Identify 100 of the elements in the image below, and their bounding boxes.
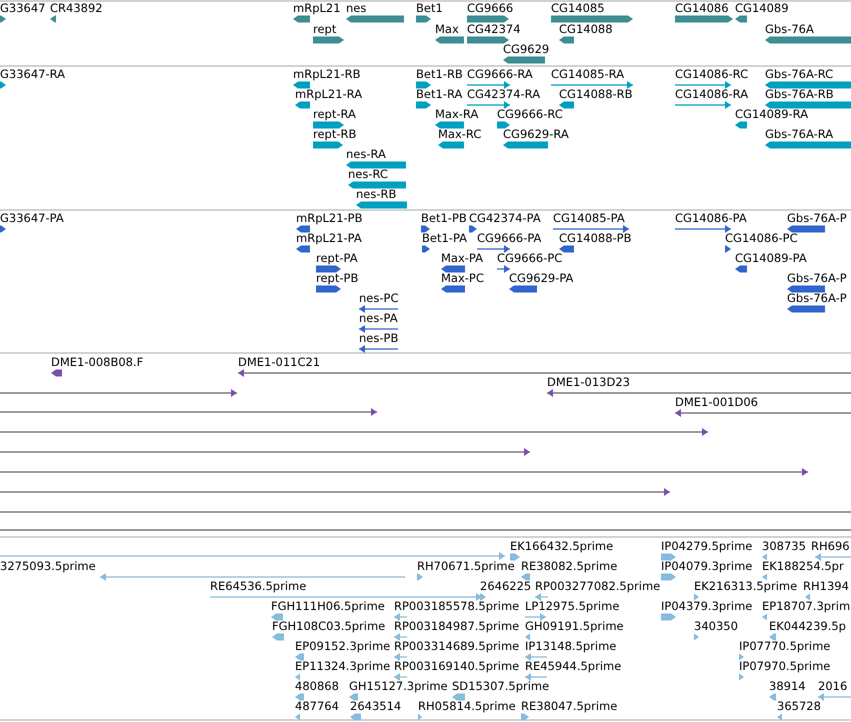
feature-label: IP04379.3prime: [661, 600, 752, 613]
feature-label: CG14089-RA: [735, 108, 808, 121]
feature-label: EK216313.5prime: [694, 580, 798, 593]
feature-label: Bet1: [416, 2, 443, 15]
feature-label: SD15307.5prime: [452, 680, 550, 693]
feature-label: Gbs-76A: [765, 23, 814, 36]
feature-label: GH15127.3prime: [349, 680, 448, 693]
feature-label: DME1-001D06: [675, 396, 758, 409]
feature-label: CG9666-PA: [477, 232, 542, 245]
feature-label: CG14086-PA: [675, 212, 747, 225]
feature-label: rept-RA: [313, 108, 356, 121]
feature-label: mRpL21-RB: [293, 68, 361, 81]
feature-label: EK044239.5p: [769, 620, 846, 633]
feature-label: IP07770.5prime: [739, 640, 830, 653]
feature-label: mRpL21-RA: [295, 88, 362, 101]
feature-label: rept-PA: [316, 252, 358, 265]
feature-label: RP003277082.5prime: [535, 580, 660, 593]
feature-label: EP09152.3prime: [295, 640, 390, 653]
feature-label: EP11324.3prime: [295, 660, 390, 673]
feature-label: 2643514: [350, 700, 402, 713]
feature-label: RP003169140.5prime: [394, 660, 520, 673]
feature-label: 340350: [694, 620, 738, 633]
feature-label: RE64536.5prime: [210, 580, 306, 593]
feature-label: CG14086-RA: [675, 88, 748, 101]
feature-label: LP12975.5prime: [525, 600, 620, 613]
feature-label: G33647: [0, 2, 46, 15]
feature-label: CG42374-PA: [469, 212, 541, 225]
feature-label: rept: [313, 23, 336, 36]
feature-label: 308735: [762, 540, 806, 553]
feature-label: CG14086: [675, 2, 729, 15]
feature-label: rept-RB: [313, 128, 356, 141]
feature-label: RH1394: [803, 580, 849, 593]
feature-label: Bet1-PA: [422, 232, 468, 245]
feature-label: CG14088: [559, 23, 613, 36]
feature-label: 2646225: [480, 580, 532, 593]
feature-label: EP18707.3prim: [762, 600, 850, 613]
feature-label: CG42374: [467, 23, 521, 36]
feature-label: 38914: [769, 680, 806, 693]
feature-label: Bet1-PB: [421, 212, 467, 225]
feature-label: mRpL21-PB: [296, 212, 363, 225]
feature-label: CG9666-RC: [497, 108, 563, 121]
feature-label: Bet1-RA: [416, 88, 462, 101]
feature-label: nes-RB: [356, 188, 396, 201]
feature-label: Max: [435, 23, 459, 36]
feature-label: IP07970.5prime: [739, 660, 830, 673]
feature-label: CG9629: [503, 43, 550, 56]
feature-label: CG14086-RC: [675, 68, 748, 81]
feature-label: RP003184987.5prime: [394, 620, 520, 633]
feature-label: CG9666: [467, 2, 514, 15]
feature-label: FGH111H06.5prime: [271, 600, 385, 613]
feature-label: nes-PC: [359, 292, 398, 305]
feature-label: CG42374-RA: [467, 88, 540, 101]
feature-label: DME1-013D23: [547, 376, 630, 389]
feature-label: RE45944.5prime: [525, 660, 622, 673]
feature-label: Max-PC: [441, 272, 484, 285]
feature-label: GH09191.5prime: [525, 620, 624, 633]
feature-label: CG14085: [551, 2, 605, 15]
feature-label: Gbs-76A-P: [787, 292, 847, 305]
feature-label: RP003314689.5prime: [394, 640, 520, 653]
feature-label: EK166432.5prime: [510, 540, 614, 553]
feature-label: Gbs-76A-RC: [765, 68, 834, 81]
feature-label: IP13148.5prime: [525, 640, 616, 653]
feature-label: 480868: [295, 680, 339, 693]
feature-label: 487764: [295, 700, 339, 713]
feature-label: CR43892: [50, 2, 103, 15]
feature-label: nes-PA: [359, 312, 398, 325]
feature-label: CG14089: [735, 2, 789, 15]
feature-label: Max-RC: [438, 128, 482, 141]
feature-label: G33647-PA: [0, 212, 64, 225]
feature-label: IP04279.5prime: [661, 540, 752, 553]
feature-label: CG14085-RA: [551, 68, 624, 81]
feature-label: RE38047.5prime: [521, 700, 618, 713]
feature-label: CG9629-RA: [503, 128, 569, 141]
feature-label: CG14089-PA: [735, 252, 807, 265]
feature-label: nes-RC: [348, 168, 388, 181]
feature-label: CG14088-PB: [559, 232, 632, 245]
feature-label: CG9666-PC: [497, 252, 562, 265]
feature-label: RH05814.5prime: [418, 700, 516, 713]
feature-label: Gbs-76A-RA: [765, 128, 834, 141]
feature-label: CG14085-PA: [553, 212, 625, 225]
feature-label: CG9629-PA: [509, 272, 574, 285]
feature-label: nes: [346, 2, 366, 15]
feature-label: RP003185578.5prime: [394, 600, 520, 613]
feature-label: 3275093.5prime: [0, 560, 96, 573]
feature-label: Max-RA: [435, 108, 478, 121]
feature-label: DME1-011C21: [238, 356, 320, 369]
feature-label: RH696: [811, 540, 850, 553]
feature-label: Max-PA: [441, 252, 483, 265]
feature-label: 2016: [818, 680, 848, 693]
feature-label: Gbs-76A-P: [787, 272, 847, 285]
feature-label: mRpL21-PA: [296, 232, 362, 245]
feature-label: Bet1-RB: [416, 68, 463, 81]
feature-label: Gbs-76A-RB: [765, 88, 834, 101]
feature-label: Gbs-76A-P: [787, 212, 847, 225]
feature-label: G33647-RA: [0, 68, 66, 81]
feature-label: FGH108C03.5prime: [272, 620, 386, 633]
feature-label: nes-PB: [359, 332, 398, 345]
feature-label: mRpL21: [293, 2, 341, 15]
feature-label: IP04079.3prime: [661, 560, 752, 573]
feature-label: EK188254.5pr: [762, 560, 844, 573]
